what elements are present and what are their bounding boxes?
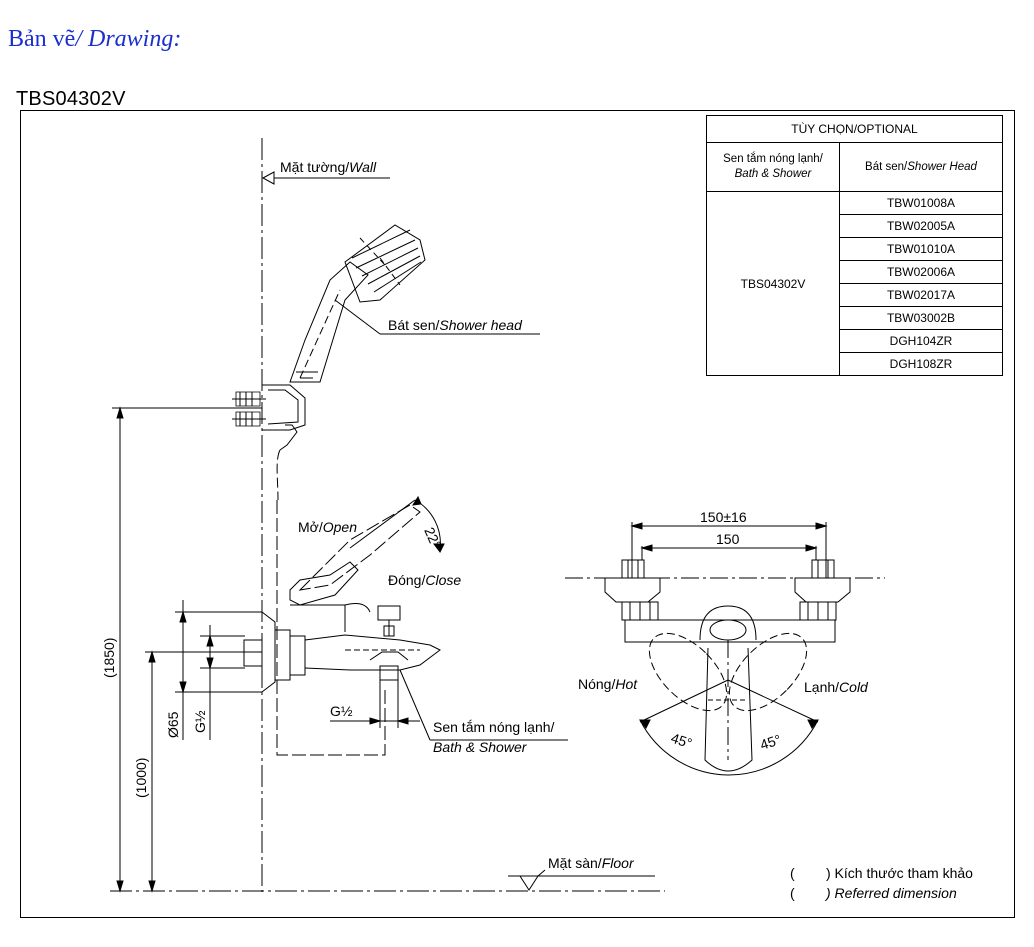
width-inner-dim: 150 <box>716 531 740 547</box>
shower-head-label: Bát sen/Shower head <box>388 317 523 333</box>
bath-shower-label-en: Bath & Shower <box>433 739 528 755</box>
table-row: DGH108ZR <box>839 352 1003 376</box>
height-total-dim: (1850) <box>101 638 117 678</box>
ref-dim-vn: ) Kích thước tham khảo <box>826 865 973 881</box>
thread-vertical-dim: G½ <box>192 710 208 733</box>
bath-shower-header: Sen tắm nóng lạnh/Bath & Shower <box>706 142 840 192</box>
thread-bottom-dim: G½ <box>330 703 353 719</box>
floor-label: Mặt sàn/Floor <box>548 855 635 871</box>
wall-label: Mặt tường/Wall <box>280 159 377 175</box>
cold-label: Lạnh/Cold <box>804 679 869 695</box>
angle-hot-dim: 45° <box>669 730 694 752</box>
height-valve-dim: (1000) <box>133 758 149 798</box>
table-row: TBW01008A <box>839 191 1003 215</box>
shower-head-header: Bát sen/Shower Head <box>839 142 1003 192</box>
close-label: Đóng/Close <box>388 572 461 588</box>
drawing-frame <box>20 110 1015 918</box>
table-row: TBW03002B <box>839 306 1003 330</box>
page-title: Bản vẽ/ Drawing: <box>8 26 182 52</box>
width-outer-dim: 150±16 <box>700 509 747 525</box>
ref-dim-en: ) Referred dimension <box>824 885 957 901</box>
table-row: DGH104ZR <box>839 329 1003 353</box>
table-row: TBW01010A <box>839 237 1003 261</box>
hot-label: Nóng/Hot <box>578 676 638 692</box>
angle-open-dim: 22° <box>421 525 444 551</box>
model-title: TBS04302V <box>16 88 126 110</box>
paren-open-1: ( <box>790 865 795 881</box>
angle-cold-dim: 45° <box>758 731 783 753</box>
bath-shower-label-vn: Sen tắm nóng lạnh/ <box>433 719 555 735</box>
diameter-dim: Ø65 <box>165 711 181 738</box>
optional-table-title: TÙY CHỌN/OPTIONAL <box>706 115 1003 143</box>
table-row: TBW02006A <box>839 260 1003 284</box>
table-model-cell: TBS04302V <box>706 191 840 376</box>
paren-open-2: ( <box>790 885 795 901</box>
table-row: TBW02017A <box>839 283 1003 307</box>
optional-table: TÙY CHỌN/OPTIONAL Sen tắm nóng lạnh/Bath… <box>706 115 1003 376</box>
table-row: TBW02005A <box>839 214 1003 238</box>
open-label: Mở/Open <box>298 519 357 535</box>
